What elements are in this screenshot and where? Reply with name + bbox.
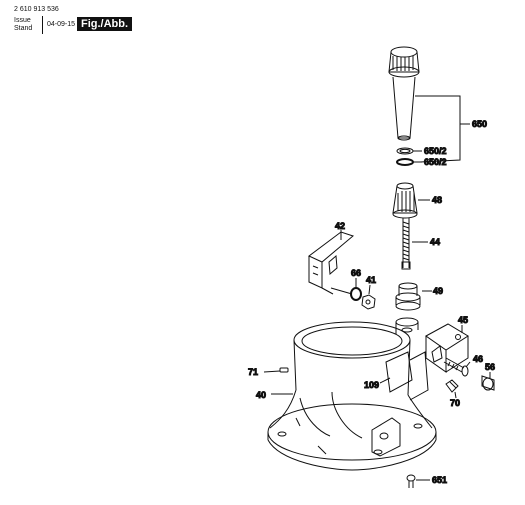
callout-71: 71 xyxy=(248,367,258,377)
leader-109 xyxy=(379,377,391,384)
callout-650-2b: 650/2 xyxy=(424,157,447,167)
leader-71 xyxy=(263,370,281,373)
callout-651: 651 xyxy=(432,475,447,485)
part-70-clip[interactable] xyxy=(445,379,459,393)
callout-56: 56 xyxy=(485,362,495,372)
part-44-threaded-rod[interactable] xyxy=(401,218,411,270)
callout-650-2a: 650/2 xyxy=(424,146,447,156)
part-66-washer[interactable] xyxy=(330,287,362,301)
callout-48: 48 xyxy=(432,195,442,205)
part-41-nut[interactable] xyxy=(361,294,376,310)
callout-42: 42 xyxy=(335,221,345,231)
callout-40: 40 xyxy=(256,390,266,400)
issue-date: 04-09-15 xyxy=(47,21,76,28)
part-42-bracket[interactable] xyxy=(308,231,355,295)
part-651-screw[interactable] xyxy=(406,474,416,488)
part-71-pin[interactable] xyxy=(279,367,289,373)
callout-66: 66 xyxy=(351,268,361,278)
issue-label: Issue xyxy=(14,17,31,24)
callout-41: 41 xyxy=(366,275,376,285)
bracket-650 xyxy=(415,95,461,163)
part-46-screw[interactable] xyxy=(443,357,469,377)
callout-49: 49 xyxy=(433,286,443,296)
part-number: 2 610 913 536 xyxy=(14,6,59,13)
leader-70 xyxy=(454,391,457,399)
part-56-knob[interactable] xyxy=(481,375,495,391)
callout-46: 46 xyxy=(473,354,483,364)
part-650-2-ring-upper xyxy=(396,147,414,155)
leader-41 xyxy=(368,284,371,295)
part-650-2-ring-lower xyxy=(396,158,414,166)
part-40-router-base[interactable] xyxy=(267,317,437,471)
part-49-nut[interactable] xyxy=(395,282,421,311)
figure-label: Fig./Abb. 1 xyxy=(77,17,132,44)
callout-109: 109 xyxy=(364,380,379,390)
callout-44: 44 xyxy=(430,237,440,247)
part-48-knob[interactable] xyxy=(392,182,418,219)
issue-divider xyxy=(42,16,43,34)
leader-46 xyxy=(465,361,471,368)
stand-label: Stand xyxy=(14,25,33,32)
callout-70: 70 xyxy=(450,398,460,408)
callout-45: 45 xyxy=(458,315,468,325)
callout-650: 650 xyxy=(472,119,487,129)
part-650-handle[interactable] xyxy=(388,46,420,141)
